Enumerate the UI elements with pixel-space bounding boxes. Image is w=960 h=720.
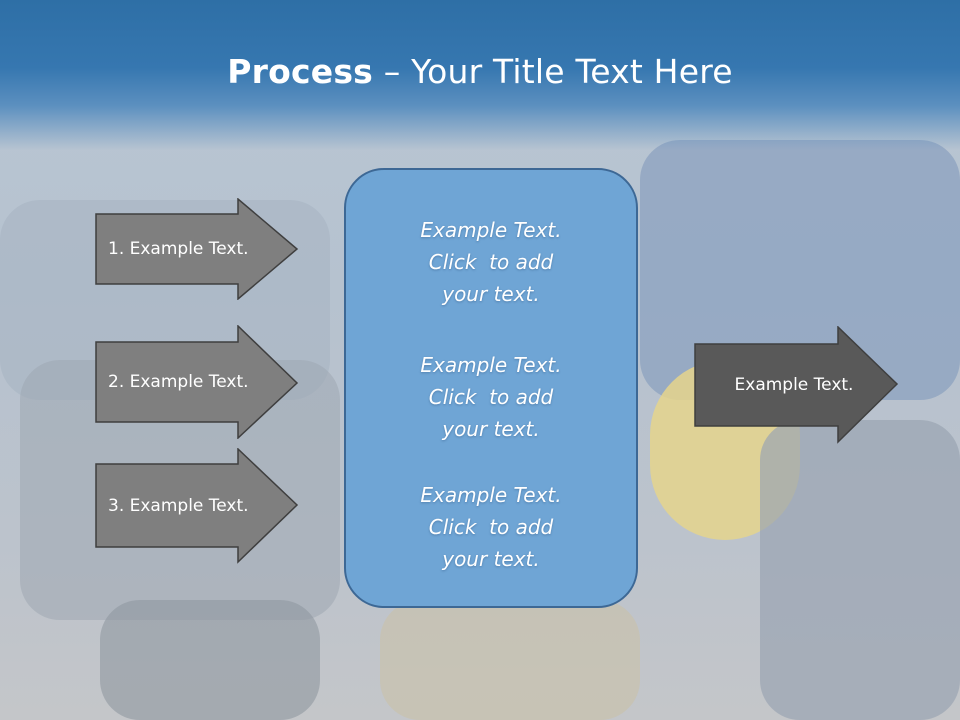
arrow-step-1[interactable]: 1. Example Text. [95,198,300,300]
arrow-shape-2 [95,325,299,439]
center-item-1-line3: your text. [442,282,540,306]
arrow-label-result: Example Text. [734,375,854,395]
center-item-1[interactable]: Example Text. Click to add your text. [346,214,636,310]
blurred-roof [100,600,320,720]
center-item-2-line1: Example Text. [420,353,562,377]
center-item-1-line1: Example Text. [420,218,562,242]
center-item-2-line2: Click to add [428,385,554,409]
center-item-3-line3: your text. [442,547,540,571]
center-text-box[interactable]: Example Text. Click to add your text. Ex… [344,168,638,608]
center-item-2-line3: your text. [442,417,540,441]
center-item-3[interactable]: Example Text. Click to add your text. [346,479,636,575]
slide-title: Process – Your Title Text Here [0,52,960,91]
arrow-label-1: 1. Example Text. [108,239,249,259]
blurred-jeans [760,420,960,720]
arrow-shape-3 [95,448,299,564]
title-banner [0,0,960,150]
center-item-3-line1: Example Text. [420,483,562,507]
arrow-result[interactable]: Example Text. [694,326,900,444]
arrow-shape-1 [95,198,299,300]
title-rest: – Your Title Text Here [373,52,733,91]
arrow-step-2[interactable]: 2. Example Text. [95,325,300,439]
arrow-label-3: 3. Example Text. [108,496,249,516]
arrow-step-3[interactable]: 3. Example Text. [95,448,300,564]
center-item-3-line2: Click to add [428,515,554,539]
arrow-label-2: 2. Example Text. [108,372,249,392]
arrow-shape-result [694,326,899,444]
center-item-1-line2: Click to add [428,250,554,274]
title-bold: Process [227,52,374,91]
blurred-foliage [380,600,640,720]
center-item-2[interactable]: Example Text. Click to add your text. [346,349,636,445]
